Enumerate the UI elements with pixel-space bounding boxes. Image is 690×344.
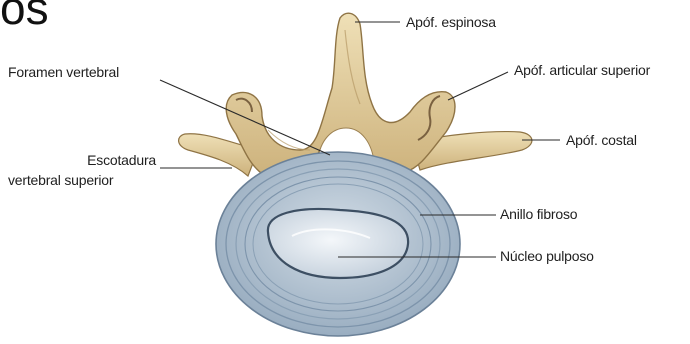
label-spinous-process: Apóf. espinosa xyxy=(406,14,496,31)
label-superior-notch-line1: Escotadura xyxy=(34,152,156,169)
posterior-arch xyxy=(179,13,532,176)
heading-fragment: os xyxy=(0,0,49,38)
label-superior-articular-process: Apóf. articular superior xyxy=(514,62,650,79)
intervertebral-disc xyxy=(216,152,460,336)
label-annulus-fibrosus: Anillo fibroso xyxy=(500,206,577,223)
label-costal-process: Apóf. costal xyxy=(566,132,637,149)
label-nucleus-pulposus: Núcleo pulposo xyxy=(500,248,594,265)
label-vertebral-foramen: Foramen vertebral xyxy=(8,64,119,81)
label-superior-notch-line2: vertebral superior xyxy=(8,172,113,189)
